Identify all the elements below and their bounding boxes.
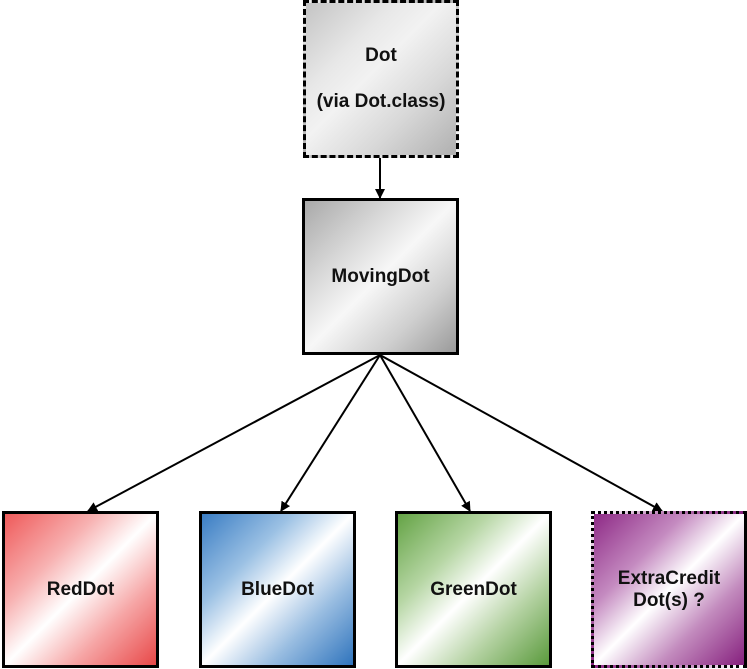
node-reddot-label: RedDot: [46, 578, 115, 600]
node-extracredit-label-line2: Dot(s) ?: [633, 589, 705, 611]
node-dot: Dot (via Dot.class): [303, 0, 459, 158]
node-greendot-label: GreenDot: [430, 578, 517, 600]
node-dot-title: Dot: [365, 45, 397, 67]
node-dot-subtitle: (via Dot.class): [316, 91, 446, 112]
edge-movingdot-to-extracredit: [379, 354, 663, 512]
edge-movingdot-to-reddot: [87, 354, 381, 512]
node-greendot: GreenDot: [395, 511, 552, 668]
node-extracredit-label-line1: ExtraCredit: [617, 567, 721, 589]
node-extracredit: ExtraCredit Dot(s) ?: [591, 511, 747, 668]
node-movingdot-label: MovingDot: [331, 265, 430, 287]
node-reddot: RedDot: [2, 511, 159, 668]
node-movingdot: MovingDot: [302, 198, 459, 355]
node-bluedot-label: BlueDot: [241, 578, 314, 600]
edge-movingdot-to-bluedot: [280, 354, 381, 512]
node-bluedot: BlueDot: [199, 511, 356, 668]
edge-movingdot-to-greendot: [379, 354, 471, 512]
